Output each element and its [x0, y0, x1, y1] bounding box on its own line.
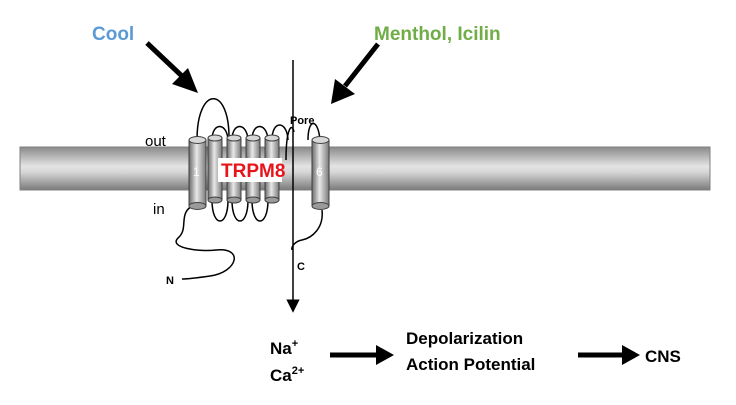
channel-name: TRPM8 — [221, 161, 285, 182]
intracellular-loops — [211, 199, 269, 222]
menthol-arrow — [331, 42, 380, 104]
c-terminus-label: C — [297, 261, 305, 273]
sodium-ion-label: Na+ — [270, 338, 298, 358]
action-potential-label: Action Potential — [406, 355, 535, 374]
segment-6-label: 6 — [316, 165, 323, 179]
calcium-ion-label: Ca2+ — [270, 365, 304, 385]
cool-label: Cool — [92, 24, 134, 45]
channel-label-box — [218, 158, 282, 182]
menthol-icilin-label: Menthol, Icilin — [374, 24, 501, 45]
in-label: in — [153, 201, 165, 218]
n-terminus-tail — [175, 203, 235, 280]
cns-label: CNS — [645, 347, 681, 366]
cool-arrow — [145, 41, 198, 93]
ions-to-depolarization-arrow — [330, 345, 394, 365]
action-potential-to-cns-arrow — [578, 345, 640, 365]
n-terminus-label: N — [166, 275, 174, 287]
c-terminus-tail — [291, 209, 323, 251]
out-label: out — [145, 133, 167, 150]
cell-membrane — [19, 146, 711, 191]
segment-1-label: 1 — [193, 165, 200, 179]
pore-label: Pore — [290, 115, 314, 127]
depolarization-label: Depolarization — [406, 329, 523, 348]
